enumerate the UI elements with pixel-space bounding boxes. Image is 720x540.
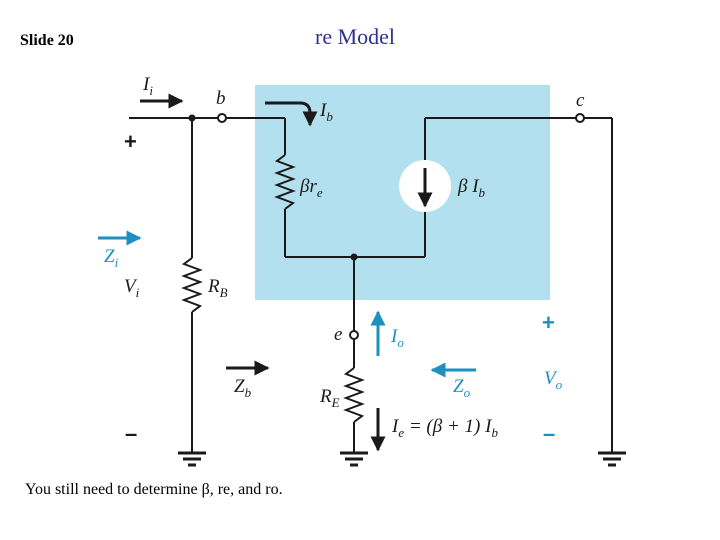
terminal-c <box>575 113 585 123</box>
zb-label: Zb <box>234 376 252 400</box>
slide-title: re Model <box>315 24 396 49</box>
slide-number: Slide 20 <box>20 32 74 49</box>
node-c-label: c <box>576 90 585 111</box>
rb-resistor <box>181 257 203 313</box>
input-current-label: Ii <box>142 74 153 98</box>
current-source-label: β Ib <box>457 176 486 200</box>
node-b-label: b <box>216 88 226 109</box>
terminal-e <box>349 330 359 340</box>
ie-equation-label: Ie = (β + 1) Ib <box>391 416 498 440</box>
input-voltage-label: Vi <box>124 276 140 300</box>
input-minus-sign: – <box>125 421 137 446</box>
node-e-label: e <box>334 324 342 345</box>
ground-middle-icon <box>340 451 368 467</box>
re-label: RE <box>319 386 340 410</box>
output-minus-sign: – <box>543 421 555 446</box>
output-plus-sign: + <box>542 310 555 335</box>
base-current-arrow <box>265 101 318 127</box>
base-junction-dot <box>188 114 196 122</box>
vo-label: Vo <box>544 368 563 392</box>
ground-right-icon <box>598 451 626 467</box>
beta-re-label: βre <box>299 176 323 200</box>
ground-left-icon <box>178 451 206 467</box>
terminal-b <box>217 113 227 123</box>
input-plus-sign: + <box>124 129 137 154</box>
re-resistor <box>343 367 365 423</box>
footnote: You still need to determine β, re, and r… <box>25 481 283 498</box>
rb-label: RB <box>207 276 228 300</box>
base-current-label: Ib <box>319 100 333 124</box>
input-impedance-label: Zi <box>104 246 119 270</box>
beta-re-resistor <box>274 154 296 210</box>
io-current-label: Io <box>390 326 404 350</box>
zo-label: Zo <box>453 376 471 400</box>
